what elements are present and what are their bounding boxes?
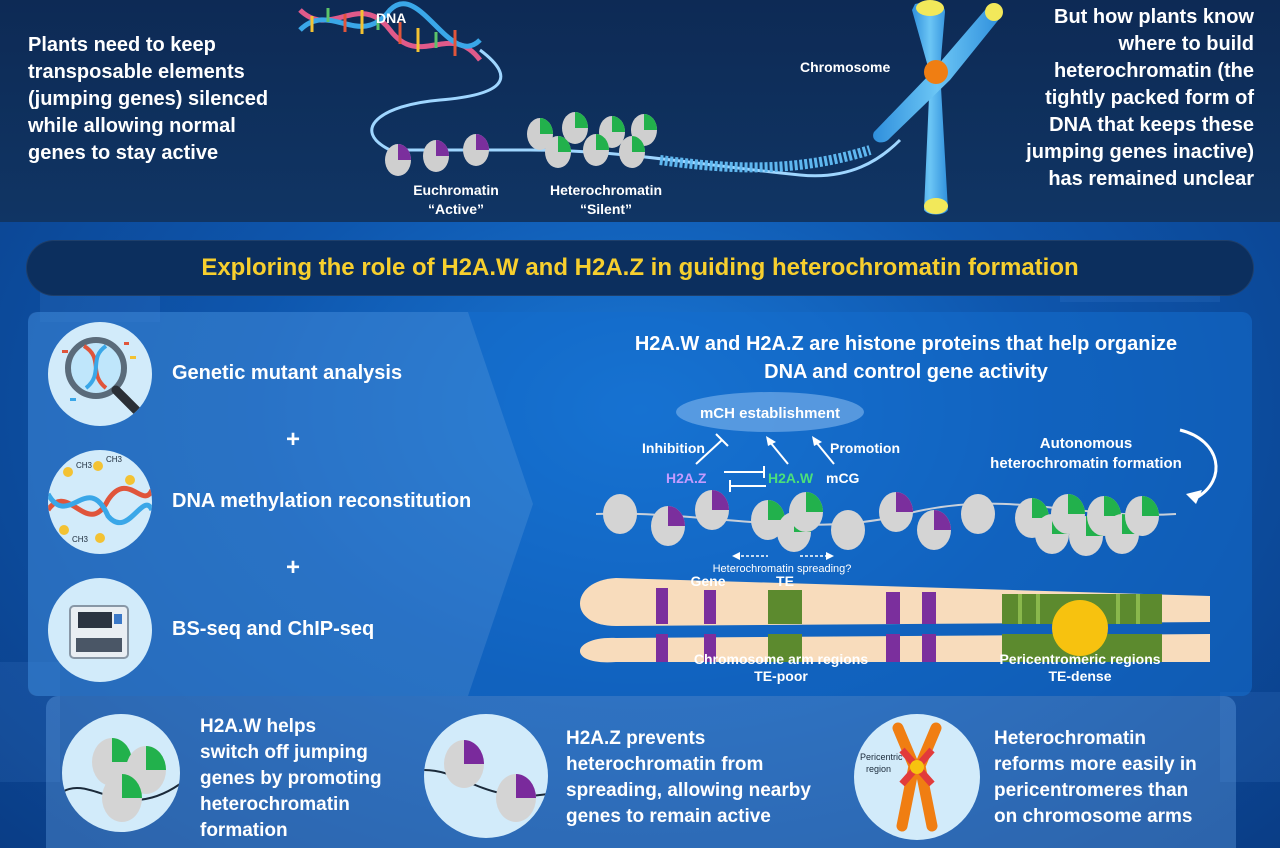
inhibition-label: Inhibition <box>642 440 705 456</box>
conclusion-h2az: H2A.Z prevents heterochromatin from spre… <box>566 728 811 827</box>
method-dna-methylation-reconstitution: DNA methylation reconstitution <box>172 490 472 512</box>
method-bs-seq-chip-seq: BS-seq and ChIP-seq <box>172 618 375 640</box>
euchromatin-nucleosomes <box>385 134 489 176</box>
pericentromeric-label: Pericentromeric regions <box>999 651 1160 667</box>
heterochromatin-sublabel: “Silent” <box>580 201 632 217</box>
pericentric-chromosome-icon: Pericentric region <box>854 714 980 840</box>
te-dense-label: TE-dense <box>1048 668 1111 684</box>
heterochromatin-label: Heterochromatin <box>550 182 662 198</box>
h2az-nucleosome-icon <box>424 714 548 838</box>
autonomous-label-2: heterochromatin formation <box>990 455 1182 472</box>
mch-label: mCH establishment <box>700 405 840 422</box>
conclusion-heterochromatin: Heterochromatin reforms more easily in p… <box>994 728 1197 827</box>
intro-left-text: Plants need to keep transposable element… <box>28 34 269 164</box>
te-poor-label: TE-poor <box>754 668 808 684</box>
h2aw-nucleosome-icon <box>62 714 180 832</box>
dna-methylation-icon: CH3 CH3 CH3 <box>48 450 152 554</box>
centromere <box>1052 600 1108 656</box>
svg-text:region: region <box>866 764 891 774</box>
svg-text:Pericentric: Pericentric <box>860 752 903 762</box>
chromatid-bar <box>579 578 1210 663</box>
gene-label: Gene <box>690 573 725 589</box>
plus-sign: + <box>286 426 301 453</box>
euchromatin-sublabel: “Active” <box>428 201 484 217</box>
nucleosome-array <box>603 490 1159 556</box>
methods-arrow-shape <box>28 312 533 696</box>
spreading-label: Heterochromatin spreading? <box>713 563 852 575</box>
intro-right-text: But how plants know where to build heter… <box>1026 6 1254 190</box>
magnifier-dna-icon <box>48 322 152 426</box>
svg-text:CH3: CH3 <box>106 455 123 464</box>
svg-text:CH3: CH3 <box>76 461 93 470</box>
promotion-label: Promotion <box>830 440 900 456</box>
h2az-label: H2A.Z <box>666 470 707 486</box>
title-banner <box>26 240 1254 296</box>
euchromatin-label: Euchromatin <box>413 182 499 198</box>
diagram-title: H2A.W and H2A.Z are histone proteins tha… <box>634 333 1178 383</box>
cycle-arrow <box>1179 428 1218 500</box>
mcg-label: mCG <box>826 470 860 486</box>
method-genetic-mutant-analysis: Genetic mutant analysis <box>172 362 403 384</box>
dna-helix <box>298 1 482 62</box>
autonomous-label-1: Autonomous <box>1040 435 1132 452</box>
sequencer-icon <box>48 578 152 682</box>
arm-regions-label: Chromosome arm regions <box>694 651 868 667</box>
chromosome-icon <box>873 0 1003 215</box>
histone-diagram: mCH establishment Inhibition Promotion H… <box>579 392 1218 684</box>
top-background <box>0 0 1280 222</box>
plus-sign: + <box>286 554 301 581</box>
dna-to-chromosome-illustration: DNA Chromosome Euchromatin “Active” Hete… <box>298 0 1003 217</box>
dna-label: DNA <box>376 10 406 26</box>
mch-bubble <box>676 392 864 432</box>
chromosome-label: Chromosome <box>800 59 890 75</box>
conclusions-panel <box>46 696 1236 848</box>
h2aw-label: H2A.W <box>768 470 814 486</box>
conclusion-h2aw: H2A.W helps switch off jumping genes by … <box>200 716 382 841</box>
methods-panel <box>28 312 1252 696</box>
te-label: TE <box>776 573 794 589</box>
svg-text:CH3: CH3 <box>72 535 89 544</box>
banner-title: Exploring the role of H2A.W and H2A.Z in… <box>201 254 1079 281</box>
heterochromatin-nucleosomes <box>527 112 657 168</box>
